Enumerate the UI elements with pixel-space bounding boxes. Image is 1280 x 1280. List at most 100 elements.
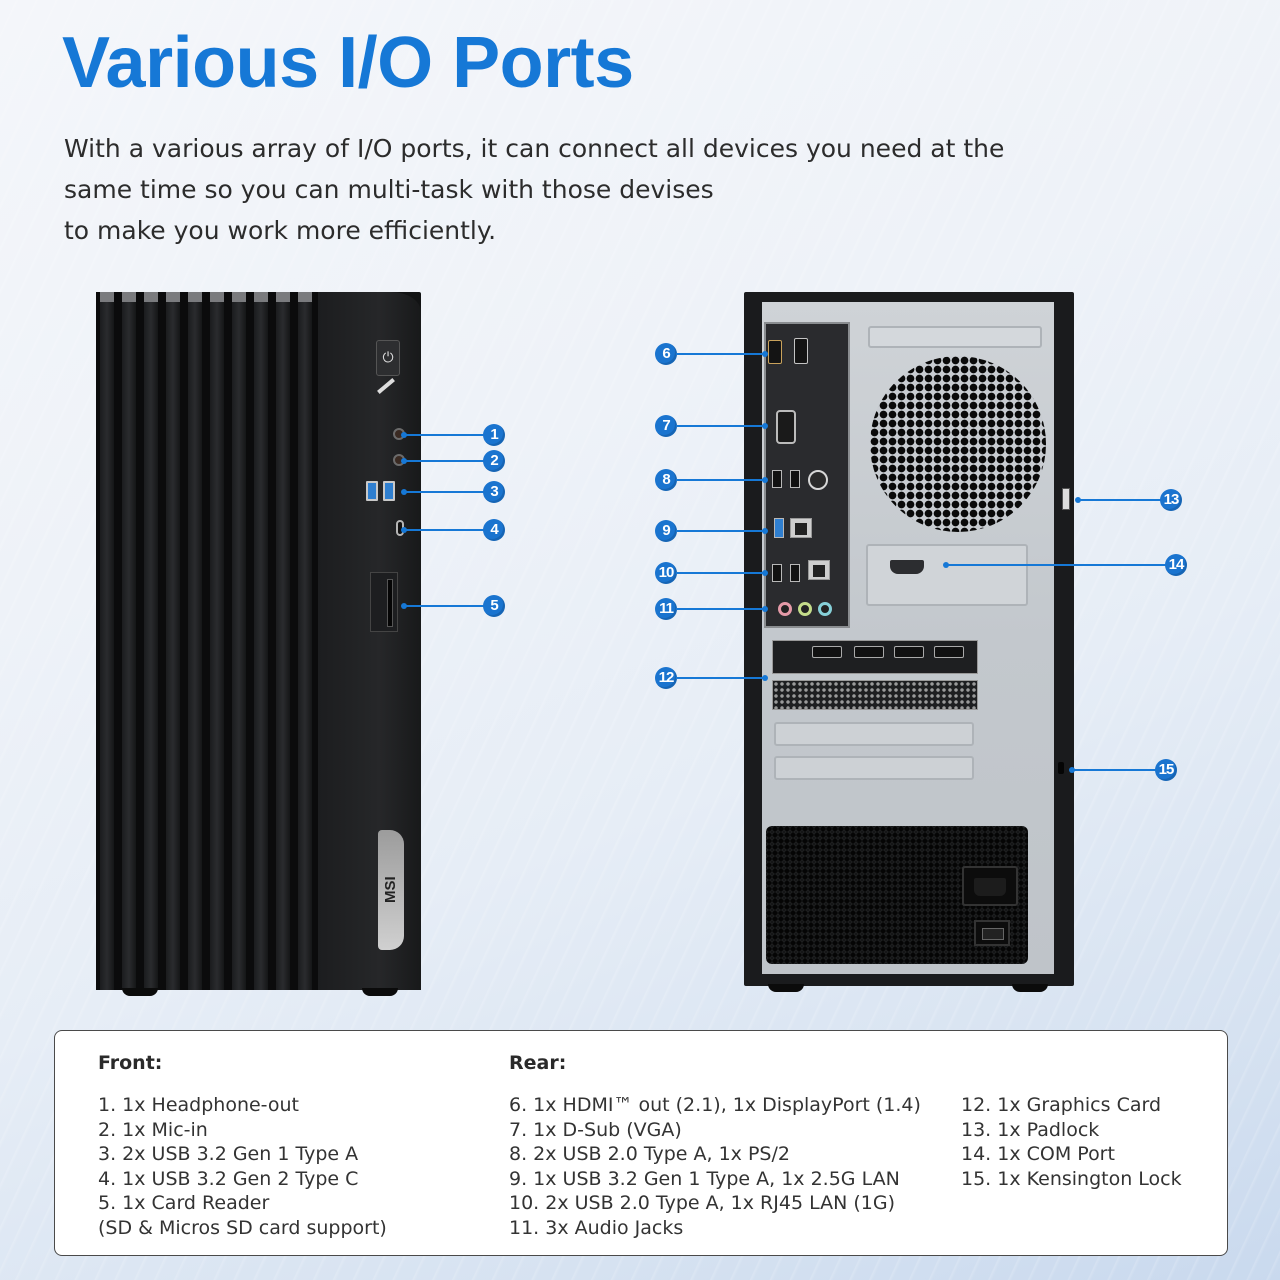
callout-badge-7: 7 [655,415,677,437]
callout-line [404,434,484,436]
callout-line [676,425,764,427]
callout-line [946,564,1166,566]
gpu-output-port [854,646,884,658]
spec-item: 8. 2x USB 2.0 Type A, 1x PS/2 [509,1143,790,1166]
vga-port [776,410,796,444]
gpu-output-port [934,646,964,658]
usb2-port [772,470,782,488]
com-port-plate [866,544,1028,606]
callout-dot [762,477,768,483]
rear-spec-list: 6. 1x HDMI™ out (2.1), 1x DisplayPort (1… [509,1093,921,1241]
rj45-lan-port [808,560,830,580]
callout-dot [762,570,768,576]
front-spec-column: Front: 1. 1x Headphone-out 2. 1x Mic-in … [98,1049,387,1241]
msi-logo-badge: MSI [378,830,404,950]
callout-dot [762,606,768,612]
spec-item: 6. 1x HDMI™ out (2.1), 1x DisplayPort (1… [509,1094,921,1116]
page-title: Various I/O Ports [62,23,634,103]
padlock-loop [1062,488,1070,510]
spec-item: 7. 1x D-Sub (VGA) [509,1118,682,1141]
callout-line [676,677,764,679]
callout-dot [762,423,768,429]
callout-badge-12: 12 [655,667,677,689]
usb-a-port [383,481,395,501]
callout-badge-2: 2 [483,450,505,472]
callout-line [676,479,764,481]
callout-line [404,460,484,462]
graphics-card-vent [772,680,978,710]
rear-extra-spec-column: 12. 1x Graphics Card 13. 1x Padlock 14. … [961,1049,1182,1191]
port-spec-box: Front: 1. 1x Headphone-out 2. 1x Mic-in … [54,1030,1228,1256]
callout-line [1072,769,1156,771]
callout-line [404,605,484,607]
usb2-port [790,564,800,582]
power-switch [974,920,1010,946]
expansion-slot-cover [774,722,974,746]
callout-badge-6: 6 [655,343,677,365]
case-foot [1012,984,1048,992]
card-reader-slot [370,572,398,632]
callout-dot [762,351,768,357]
rear-spec-column: Rear: 6. 1x HDMI™ out (2.1), 1x DisplayP… [509,1049,921,1241]
callout-badge-15: 15 [1155,759,1177,781]
callout-badge-4: 4 [483,519,505,541]
description-line: to make you work more efficiently. [64,216,497,245]
expansion-slot-cover [774,756,974,780]
callout-dot [762,675,768,681]
front-spec-list: 1. 1x Headphone-out 2. 1x Mic-in 3. 2x U… [98,1093,387,1241]
spec-item: 5. 1x Card Reader [98,1192,270,1215]
com-port [890,560,924,574]
case-foot [362,988,398,996]
callout-badge-9: 9 [655,520,677,542]
callout-line [676,608,764,610]
callout-badge-11: 11 [655,598,677,620]
usb2-port [790,470,800,488]
spec-item: 11. 3x Audio Jacks [509,1216,684,1239]
page-description: With a various array of I/O ports, it ca… [64,128,1064,251]
callout-line [676,530,764,532]
hdmi-port [768,340,782,364]
gpu-output-port [812,646,842,658]
front-io-panel [318,292,421,990]
audio-jack-green [798,602,812,616]
callout-line [1078,499,1162,501]
power-button-icon: ⏻ [376,340,400,376]
callout-line [676,353,764,355]
audio-jack-blue [818,602,832,616]
callout-badge-5: 5 [483,595,505,617]
power-socket [962,866,1018,906]
spec-item: (SD & Micros SD card support) [98,1216,387,1239]
case-foot [768,984,804,992]
callout-badge-14: 14 [1165,554,1187,576]
usb2-port [772,564,782,582]
spec-item: 14. 1x COM Port [961,1143,1115,1166]
spec-item: 10. 2x USB 2.0 Type A, 1x RJ45 LAN (1G) [509,1192,895,1215]
lan-2.5g-port [790,518,812,538]
spec-item: 3. 2x USB 3.2 Gen 1 Type A [98,1143,359,1166]
spec-item: 9. 1x USB 3.2 Gen 1 Type A, 1x 2.5G LAN [509,1167,900,1190]
callout-badge-13: 13 [1160,489,1182,511]
callout-dot [762,528,768,534]
displayport-port [794,338,808,364]
audio-jack-pink [778,602,792,616]
spec-item: 2. 1x Mic-in [98,1118,208,1141]
spec-item: 13. 1x Padlock [961,1118,1100,1141]
spec-item: 12. 1x Graphics Card [961,1094,1162,1116]
front-spec-heading: Front: [98,1052,163,1074]
callout-badge-1: 1 [483,424,505,446]
spec-item: 15. 1x Kensington Lock [961,1167,1182,1190]
pc-front-view-image [96,292,421,990]
rear-extra-spec-list: 12. 1x Graphics Card 13. 1x Padlock 14. … [961,1093,1182,1191]
rear-spec-heading: Rear: [509,1052,567,1074]
spec-item: 1. 1x Headphone-out [98,1094,300,1116]
front-fin-grille [96,292,318,990]
kensington-lock-slot [1058,762,1064,774]
callout-badge-3: 3 [483,481,505,503]
gpu-output-port [894,646,924,658]
callout-badge-10: 10 [655,562,677,584]
callout-line [676,572,764,574]
description-line: With a various array of I/O ports, it ca… [64,134,1005,163]
callout-line [404,491,484,493]
description-line: same time so you can multi-task with tho… [64,175,714,204]
usb3-port [774,518,784,538]
